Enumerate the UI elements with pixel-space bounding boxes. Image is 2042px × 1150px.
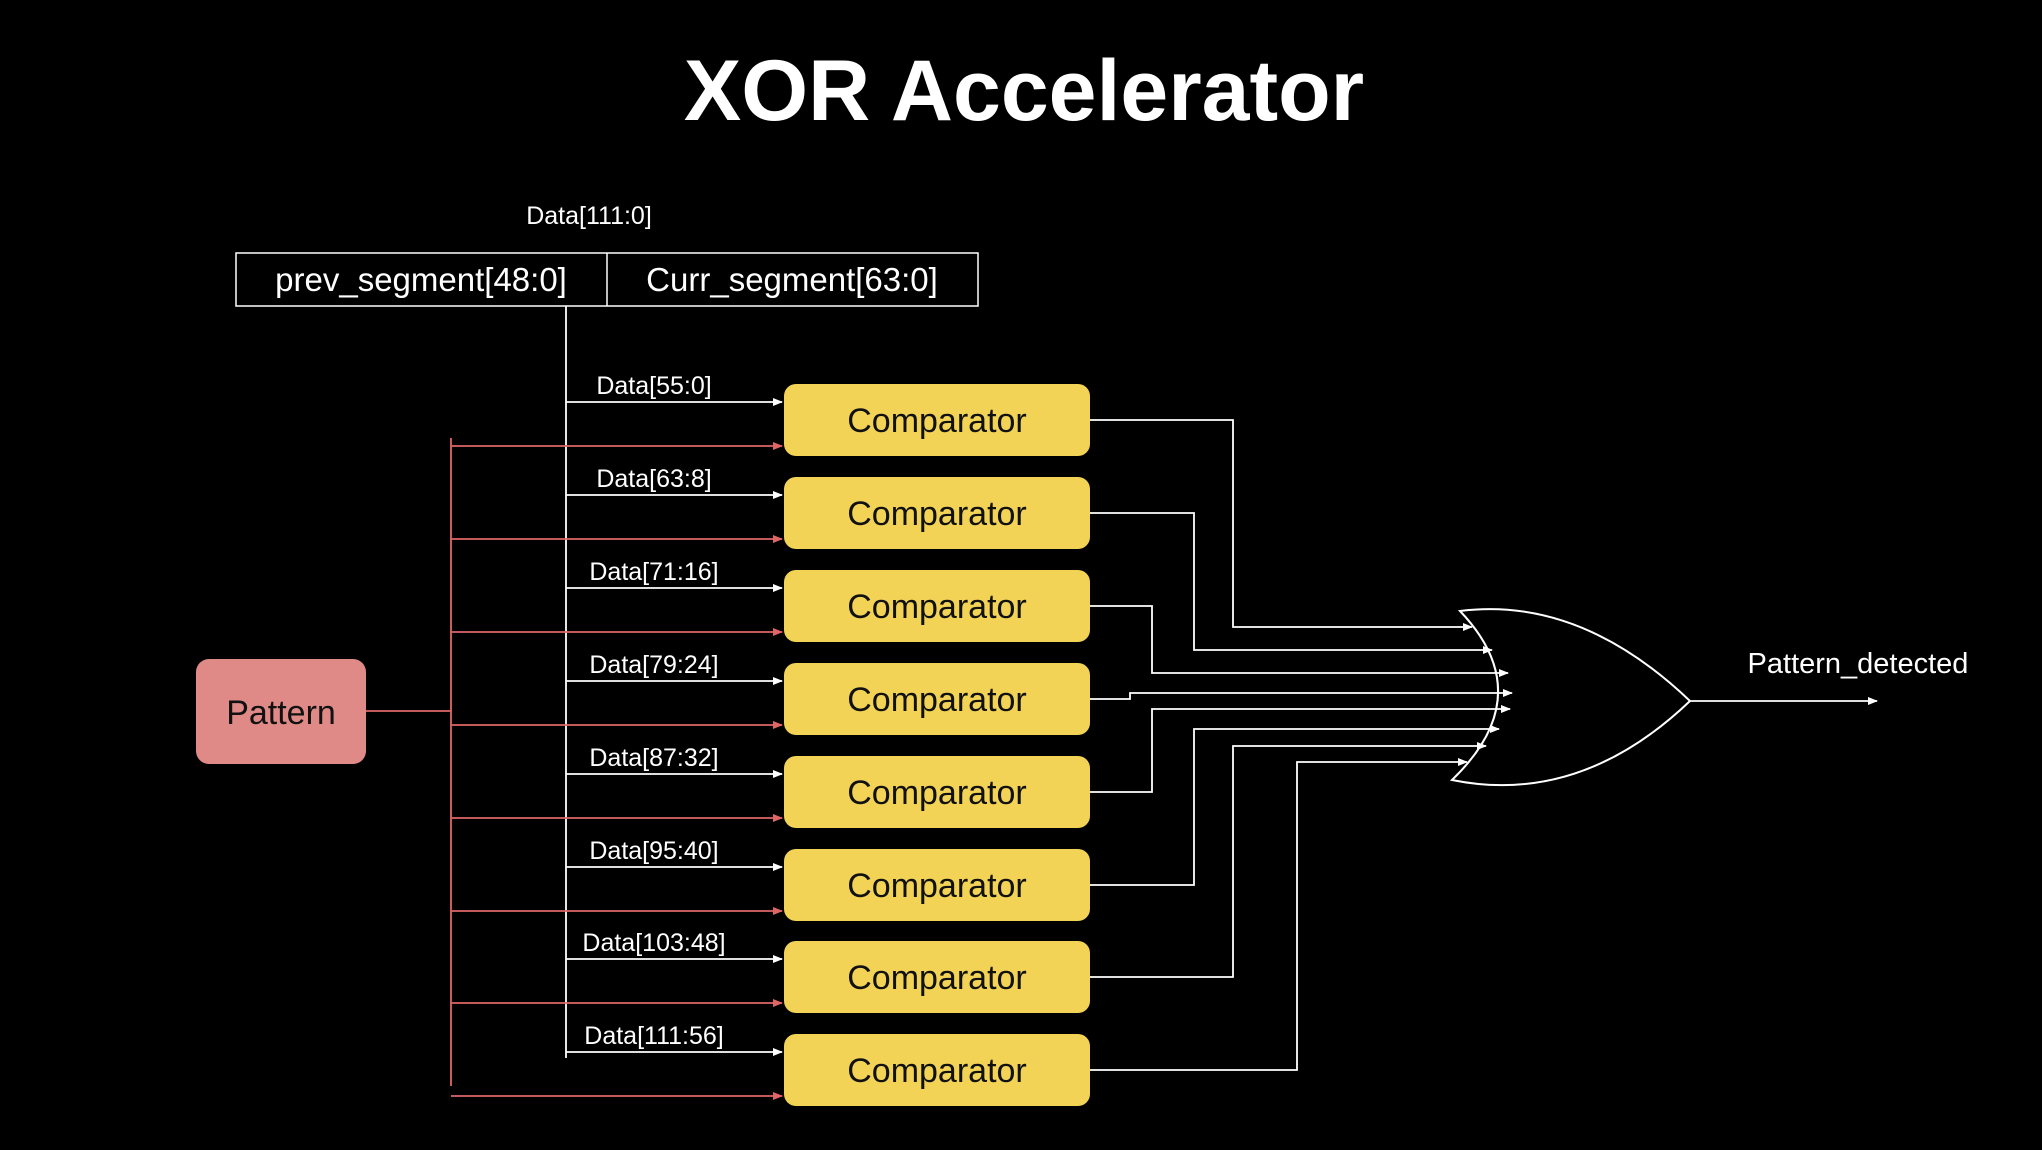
- data-slice-label: Data[95:40]: [589, 837, 718, 865]
- comparator-box: [784, 663, 1090, 735]
- comparator-output-wire: [1090, 758, 1468, 1071]
- pattern-label: Pattern: [226, 694, 336, 732]
- data-slice-label: Data[55:0]: [596, 372, 711, 400]
- data-slice-label: Data[79:24]: [589, 651, 718, 679]
- comparator-label: Comparator: [847, 774, 1027, 812]
- output-label: Pattern_detected: [1748, 648, 1969, 680]
- comparator-output-wire: [1090, 512, 1493, 654]
- comparator-layer: Data[55:0]ComparatorData[63:8]Comparator…: [451, 372, 1513, 1106]
- comparator-label: Comparator: [847, 1052, 1027, 1090]
- comparator-box: [784, 756, 1090, 828]
- comparator-label: Comparator: [847, 402, 1027, 440]
- comparator-output-wire: [1090, 605, 1509, 677]
- data-slice-label: Data[87:32]: [589, 744, 718, 772]
- comparator-output-wire: [1090, 419, 1473, 631]
- data-bus-label: Data[111:0]: [526, 202, 652, 230]
- comparator-label: Comparator: [847, 681, 1027, 719]
- comparator-label: Comparator: [847, 495, 1027, 533]
- curr-segment-label: Curr_segment[63:0]: [646, 261, 938, 298]
- data-slice-label: Data[71:16]: [589, 558, 718, 586]
- comparator-box: [784, 1034, 1090, 1106]
- comparator-box: [784, 941, 1090, 1013]
- comparator-box: [784, 849, 1090, 921]
- segment-register: prev_segment[48:0] Curr_segment[63:0]: [235, 252, 979, 307]
- or-gate-icon: [1449, 608, 1692, 787]
- comparator-box: [784, 477, 1090, 549]
- data-slice-label: Data[111:56]: [584, 1022, 723, 1050]
- comparator-output-wire: [1090, 689, 1513, 700]
- prev-segment-label: prev_segment[48:0]: [275, 261, 567, 298]
- comparator-box: [784, 570, 1090, 642]
- comparator-output-wire: [1090, 742, 1487, 978]
- pattern-box: [196, 659, 366, 764]
- page-title: XOR Accelerator: [684, 43, 1364, 139]
- comparator-output-wire: [1090, 725, 1500, 886]
- comparator-box: [784, 384, 1090, 456]
- data-slice-label: Data[103:48]: [582, 929, 725, 957]
- comparator-label: Comparator: [847, 867, 1027, 905]
- pattern-block: Pattern: [196, 659, 366, 764]
- comparator-label: Comparator: [847, 588, 1027, 626]
- comparator-label: Comparator: [847, 959, 1027, 997]
- data-slice-label: Data[63:8]: [596, 465, 711, 493]
- comparator-output-wire: [1090, 705, 1511, 793]
